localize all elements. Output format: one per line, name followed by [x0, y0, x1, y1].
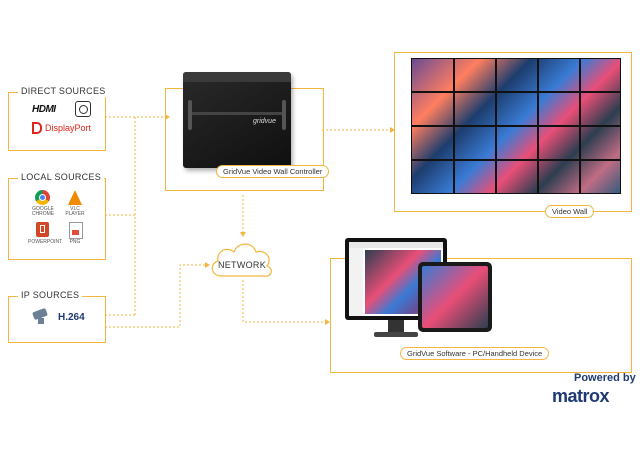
arrow-network-in: [205, 262, 210, 268]
powerpoint-label: POWERPOINT: [28, 239, 63, 245]
network-label: NETWORK: [217, 260, 267, 270]
arrow-network: [240, 232, 246, 237]
software-caption: GridVue Software - PC/Handheld Device: [400, 347, 550, 360]
ip-sources-title: IP SOURCES: [18, 290, 83, 301]
direct-sources-title: DIRECT SOURCES: [18, 86, 109, 97]
png-icon: [69, 222, 83, 239]
monitor-stand: [388, 320, 404, 332]
chrome-icon: [35, 190, 50, 205]
ip-sources-box: [8, 296, 106, 343]
arrow-software: [325, 319, 330, 325]
monitor-base: [374, 332, 418, 337]
software-box: [330, 258, 632, 373]
videowall-image: [411, 58, 621, 194]
controller-hardware-image: gridvue: [183, 72, 291, 168]
controller-brand-label: gridvue: [253, 118, 276, 125]
arrow-wall: [390, 127, 395, 133]
vlc-icon: [68, 190, 82, 205]
local-sources-title: LOCAL SOURCES: [18, 172, 105, 183]
direct-sources-box: [8, 92, 106, 151]
videowall-box: [394, 52, 632, 212]
powerpoint-icon: [36, 222, 49, 237]
displayport-icon: [32, 122, 42, 134]
ip-camera-base-icon: [38, 318, 44, 324]
h264-label: H.264: [58, 312, 85, 323]
arrow-controller: [165, 114, 170, 120]
videowall-caption: Video Wall: [545, 205, 595, 218]
network-cloud-icon: [211, 243, 272, 277]
matrox-logo: matrox: [552, 386, 610, 406]
vlc-label: VLC PLAYER: [65, 206, 85, 217]
png-label: PNG: [69, 239, 81, 245]
network-to-software-line: [242, 280, 325, 323]
chrome-label: GOOGLE CHROME: [31, 206, 55, 217]
sdi-icon: [75, 101, 91, 117]
powered-by-label: Powered by: [574, 372, 636, 384]
controller-caption: GridVue Video Wall Controller: [216, 165, 330, 178]
tablet-image: [418, 262, 492, 332]
displayport-label: DisplayPort: [45, 123, 92, 133]
hdmi-logo: HDMI: [32, 104, 56, 115]
ip-to-network-line: [105, 264, 205, 328]
local-sources-box: [8, 178, 106, 260]
